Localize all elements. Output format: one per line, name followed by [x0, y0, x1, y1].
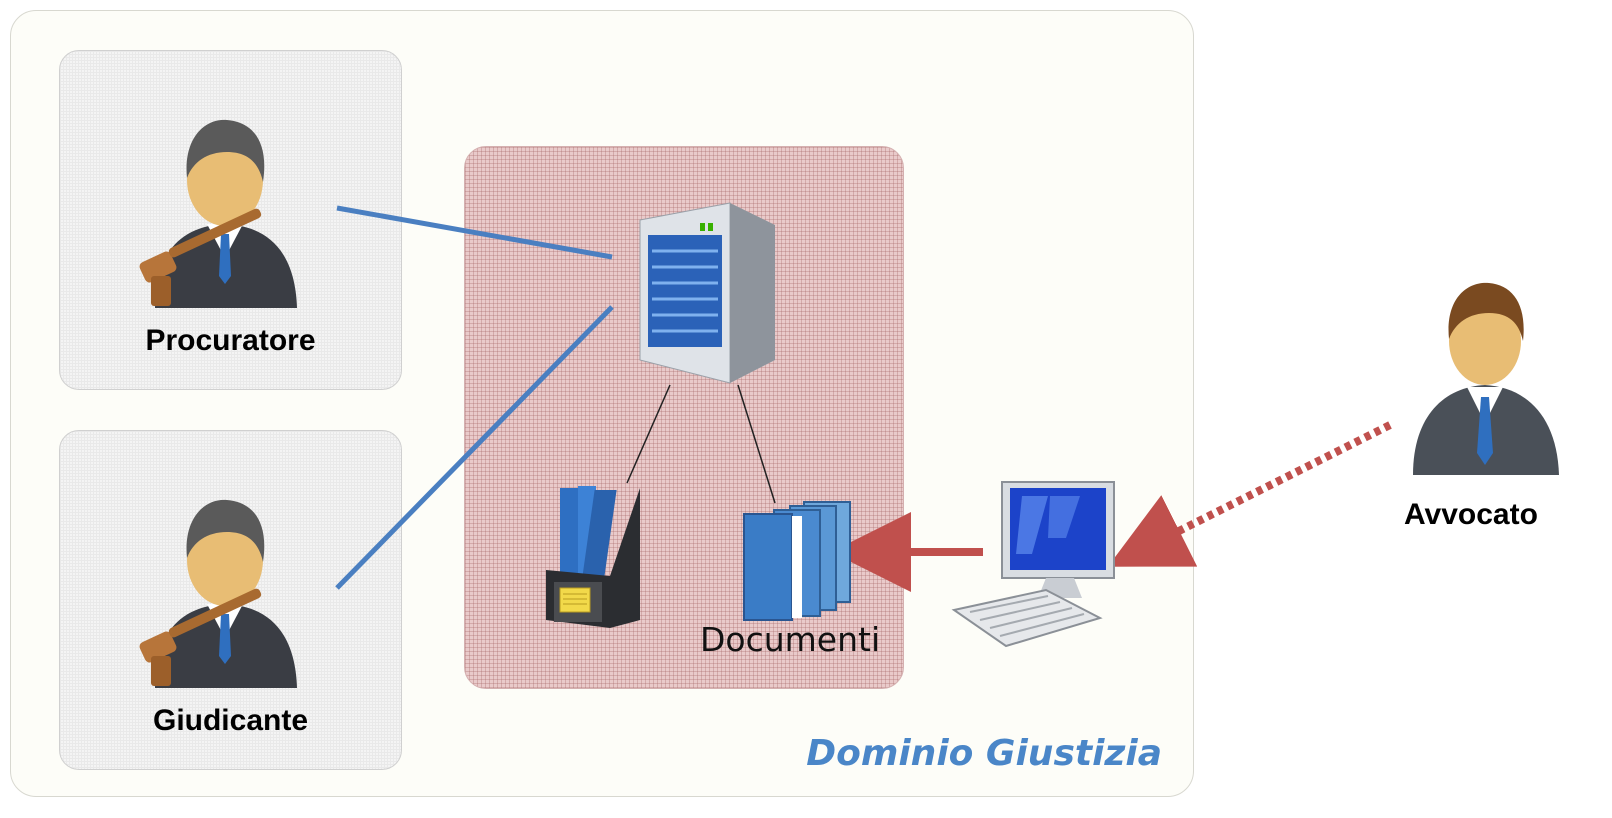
- giudicante-label: Giudicante: [152, 704, 309, 737]
- computer-workstation-icon: [951, 481, 1115, 648]
- giudicante-server-link: [335, 305, 614, 590]
- judge-gavel-icon: [139, 499, 297, 688]
- books-icon: [743, 501, 851, 621]
- document-binder-icon: [546, 486, 640, 628]
- procuratore-label: Procuratore: [145, 324, 316, 357]
- server-books-link: [737, 384, 776, 504]
- documenti-label: Documenti: [700, 620, 881, 659]
- dominio-giustizia-label: Dominio Giustizia: [806, 733, 1162, 774]
- server-icon: [639, 202, 775, 384]
- judge-gavel-icon: [139, 119, 297, 308]
- avvocato-label: Avvocato: [1404, 498, 1538, 531]
- lawyer-icon: [1413, 282, 1559, 475]
- avvocato-access-arrow: [1107, 421, 1392, 567]
- procuratore-card: Procuratore: [59, 50, 402, 390]
- server-archive-link: [626, 384, 671, 484]
- procuratore-server-link: [336, 205, 613, 260]
